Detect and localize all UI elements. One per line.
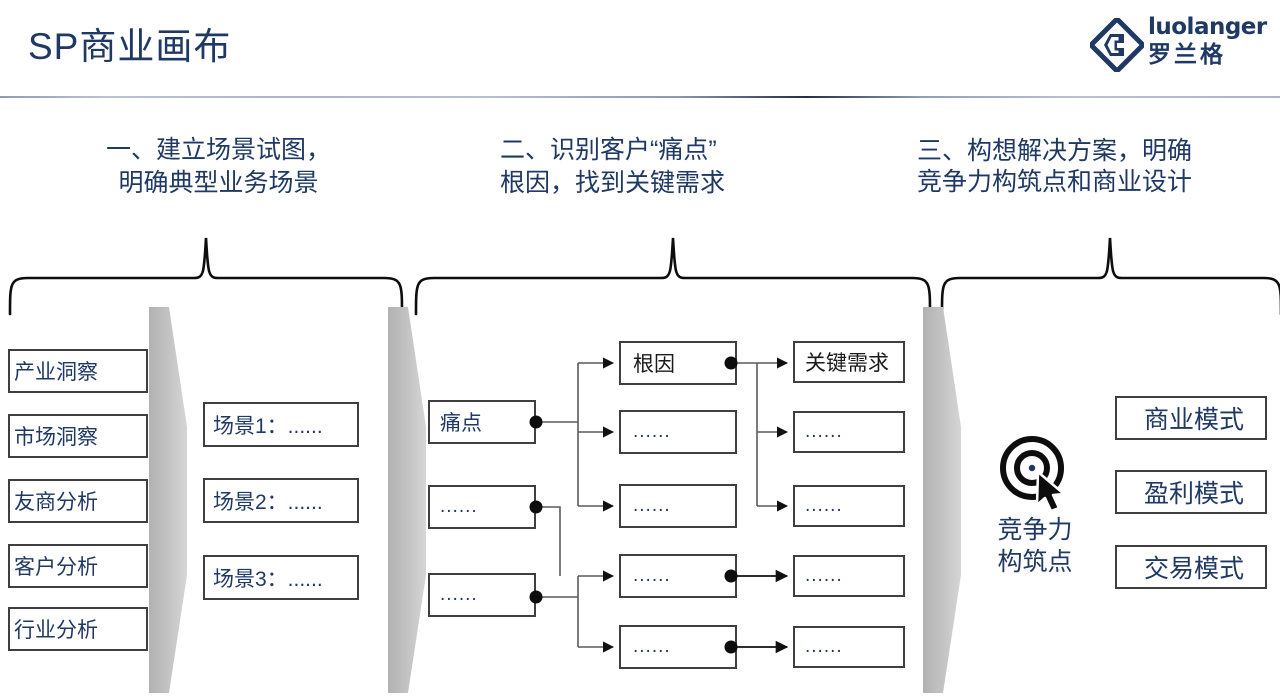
- model-box-label: 商业模式: [1143, 406, 1244, 434]
- section-heading-3: 三、构想解决方案，明确 竞争力构筑点和商业设计: [917, 136, 1192, 198]
- scenario-box-label: 场景1：......: [213, 414, 323, 438]
- insight-box[interactable]: 市场洞察: [8, 414, 148, 458]
- logo-latin-text: luolanger: [1148, 14, 1267, 40]
- scenario-box-label: 场景3：......: [213, 567, 323, 591]
- pain-point-box[interactable]: ......: [428, 573, 536, 617]
- scenario-box[interactable]: 场景3：......: [203, 555, 359, 600]
- competitiveness-group: 竞争力 构筑点: [975, 432, 1095, 578]
- pain-point-box-label: 痛点: [440, 412, 482, 435]
- key-requirement-box[interactable]: ......: [793, 626, 905, 668]
- diamond-logo-icon: [1090, 18, 1144, 72]
- section-heading-3-line2: 竞争力构筑点和商业设计: [917, 168, 1193, 196]
- insight-box-label: 客户分析: [14, 556, 98, 579]
- scenario-box-label: 场景2：......: [213, 490, 323, 514]
- root-cause-box[interactable]: 根因: [619, 341, 737, 385]
- insight-box[interactable]: 行业分析: [8, 607, 148, 651]
- model-box-label: 盈利模式: [1143, 480, 1244, 508]
- root-cause-box-label: ......: [633, 636, 671, 657]
- insight-box-label: 行业分析: [14, 619, 98, 642]
- section-heading-1-line2: 明确典型业务场景: [118, 169, 319, 197]
- target-cursor-icon: [1000, 436, 1066, 510]
- key-requirement-box[interactable]: ......: [793, 411, 905, 453]
- root-cause-box-label: 根因: [633, 353, 675, 376]
- scenario-box[interactable]: 场景1：......: [203, 402, 359, 447]
- section-heading-1-line1: 一、建立场景试图，: [106, 136, 332, 164]
- scenario-box[interactable]: 场景2：......: [203, 478, 359, 523]
- model-box[interactable]: 交易模式: [1115, 545, 1267, 589]
- pain-point-box-label: ......: [440, 496, 478, 517]
- key-requirement-box[interactable]: ......: [793, 485, 905, 527]
- pain-point-box[interactable]: ......: [428, 485, 536, 529]
- insight-box[interactable]: 产业洞察: [8, 349, 148, 393]
- section-heading-1: 一、建立场景试图， 明确典型业务场景: [106, 134, 331, 200]
- insight-box-label: 产业洞察: [14, 361, 98, 384]
- key-requirement-box-label: ......: [805, 565, 843, 586]
- pain-point-box[interactable]: 痛点: [428, 400, 536, 444]
- model-box[interactable]: 盈利模式: [1115, 470, 1267, 514]
- root-cause-box-label: ......: [633, 495, 671, 516]
- brand-logo: luolanger 罗兰格: [1090, 14, 1270, 76]
- model-box-label: 交易模式: [1143, 555, 1244, 583]
- key-requirement-box-label: ......: [805, 495, 843, 516]
- root-cause-box[interactable]: ......: [619, 410, 737, 454]
- chevron-divider-2: [388, 307, 426, 693]
- logo-chinese-text: 罗兰格: [1148, 41, 1226, 67]
- insight-box[interactable]: 客户分析: [8, 544, 148, 588]
- root-cause-box[interactable]: ......: [619, 625, 737, 669]
- section-brace-3: [940, 237, 1280, 316]
- root-cause-box[interactable]: ......: [619, 554, 737, 598]
- page-title: SP商业画布: [28, 26, 232, 67]
- model-box[interactable]: 商业模式: [1115, 396, 1267, 440]
- key-requirement-box-label: ......: [805, 421, 843, 442]
- section-brace-1: [8, 237, 404, 316]
- insight-box[interactable]: 友商分析: [8, 479, 148, 523]
- key-requirement-box[interactable]: 关键需求: [793, 341, 905, 383]
- key-requirement-box-label: 关键需求: [805, 352, 889, 375]
- section-heading-2-line2: 根因，找到关键需求: [500, 169, 726, 197]
- chevron-divider-3: [923, 307, 961, 693]
- section-heading-3-line1: 三、构想解决方案，明确: [917, 137, 1193, 165]
- key-requirement-box-label: ......: [805, 636, 843, 657]
- header-divider: [0, 96, 1280, 98]
- section-heading-2: 二、识别客户“痛点” 根因，找到关键需求: [500, 134, 725, 200]
- competitiveness-label: 竞争力 构筑点: [997, 516, 1073, 576]
- pain-point-box-label: ......: [440, 584, 478, 605]
- section-brace-2: [414, 237, 932, 316]
- chevron-divider-1: [149, 307, 187, 693]
- root-cause-box-label: ......: [633, 565, 671, 586]
- key-requirement-box[interactable]: ......: [793, 555, 905, 597]
- logo-wordmark: luolanger 罗兰格: [1148, 14, 1267, 68]
- insight-box-label: 友商分析: [14, 491, 98, 514]
- root-cause-box-label: ......: [633, 421, 671, 442]
- root-cause-box[interactable]: ......: [619, 484, 737, 528]
- insight-box-label: 市场洞察: [14, 426, 98, 449]
- section-heading-2-line1: 二、识别客户“痛点”: [500, 136, 717, 164]
